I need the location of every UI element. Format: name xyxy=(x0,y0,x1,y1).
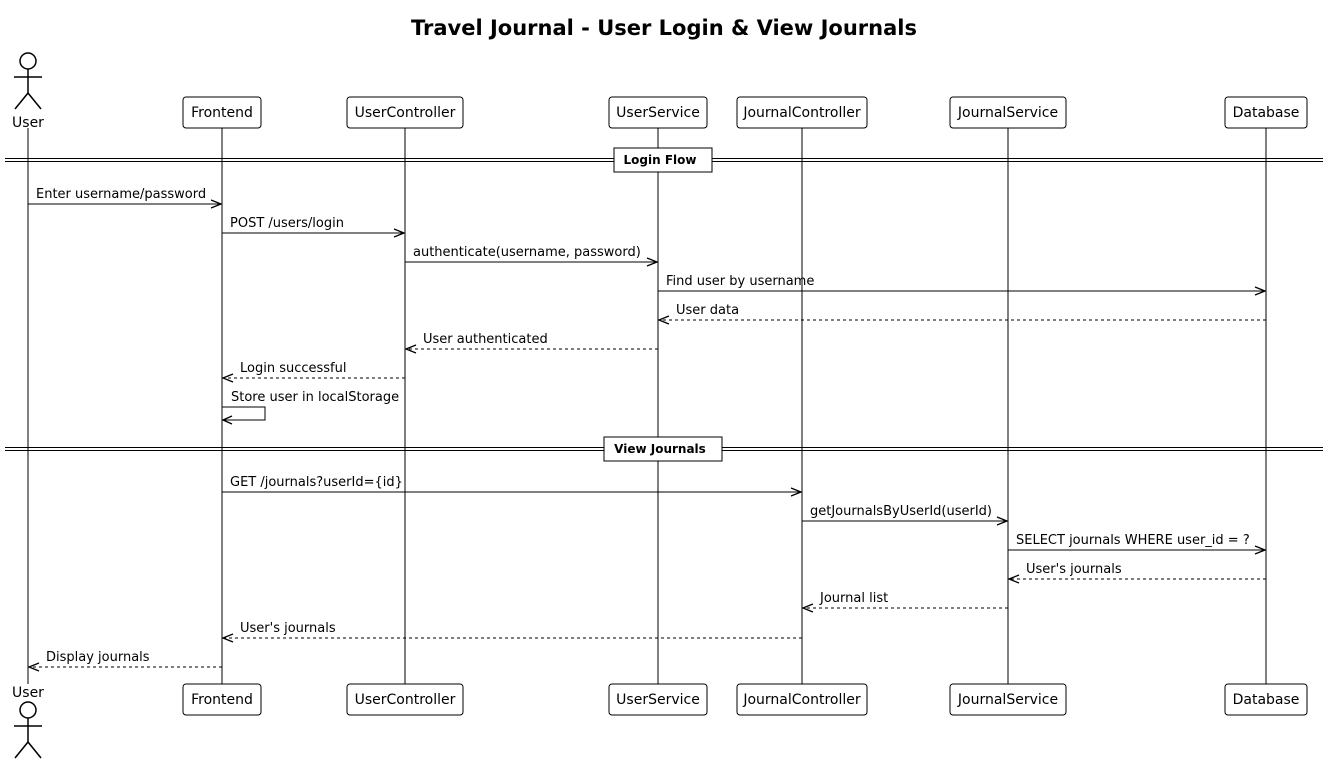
message-label: authenticate(username, password) xyxy=(413,245,641,260)
participant-label: Frontend xyxy=(191,105,253,121)
message-label: User authenticated xyxy=(423,332,548,347)
participant-label: JournalService xyxy=(957,692,1058,708)
arrowhead xyxy=(393,228,406,238)
message[interactable]: Display journals xyxy=(27,650,222,672)
message-label: Store user in localStorage xyxy=(231,390,399,405)
participant-label: Frontend xyxy=(191,692,253,708)
message[interactable]: User data xyxy=(657,303,1266,325)
participant-label: UserService xyxy=(616,692,700,708)
participant-box xyxy=(949,683,1067,716)
participant-label: UserService xyxy=(616,105,700,121)
message-label: Display journals xyxy=(46,650,150,665)
participant-usercontroller-bottom[interactable]: UserController xyxy=(346,683,464,716)
participant-box xyxy=(949,96,1067,129)
section-label: Login Flow xyxy=(624,153,697,167)
message-label: Find user by username xyxy=(666,274,814,289)
section-label: View Journals xyxy=(614,442,706,456)
arrowhead xyxy=(1254,286,1267,296)
participant-frontend-bottom[interactable]: Frontend xyxy=(182,683,262,716)
message[interactable]: User's journals xyxy=(1007,562,1266,584)
participant-frontend-top[interactable]: Frontend xyxy=(182,96,262,129)
arrowhead xyxy=(657,315,670,325)
participant-journalservice-bottom[interactable]: JournalService xyxy=(949,683,1067,716)
message-label: POST /users/login xyxy=(230,216,344,231)
arrowhead xyxy=(404,344,417,354)
participant-label: UserController xyxy=(355,105,456,121)
participant-database-bottom[interactable]: Database xyxy=(1224,683,1308,716)
message[interactable]: Find user by username xyxy=(658,274,1267,296)
message-label: Enter username/password xyxy=(36,187,206,202)
participant-box xyxy=(182,683,262,716)
actor-figure-icon xyxy=(14,52,42,110)
arrowhead xyxy=(221,633,234,643)
participant-label: JournalController xyxy=(742,105,861,121)
arrowhead xyxy=(1254,545,1267,555)
message[interactable]: Enter username/password xyxy=(28,187,223,209)
message[interactable]: Store user in localStorage xyxy=(221,390,399,425)
arrowhead xyxy=(221,415,233,425)
actor-user-top[interactable]: User xyxy=(12,52,44,131)
message[interactable]: GET /journals?userId={id} xyxy=(222,475,803,497)
participant-label: JournalService xyxy=(957,105,1058,121)
arrowhead xyxy=(646,257,659,267)
participant-box xyxy=(1224,683,1308,716)
participant-userservice-bottom[interactable]: UserService xyxy=(608,683,708,716)
message-label: Login successful xyxy=(240,361,346,376)
actor-user-bottom[interactable]: User xyxy=(12,685,44,759)
message-label: Journal list xyxy=(819,591,888,606)
message-label: GET /journals?userId={id} xyxy=(230,475,403,490)
message[interactable]: authenticate(username, password) xyxy=(405,245,659,267)
section-label-box xyxy=(603,436,723,462)
participant-box xyxy=(736,96,868,129)
participant-box xyxy=(608,96,708,129)
arrowhead xyxy=(27,662,40,672)
arrowhead xyxy=(1007,574,1020,584)
participant-box xyxy=(346,96,464,129)
participant-box xyxy=(608,683,708,716)
message[interactable]: getJournalsByUserId(userId) xyxy=(802,504,1009,526)
participant-userservice-top[interactable]: UserService xyxy=(608,96,708,129)
participant-database-top[interactable]: Database xyxy=(1224,96,1308,129)
participant-journalservice-top[interactable]: JournalService xyxy=(949,96,1067,129)
participant-label: User xyxy=(12,115,44,131)
message-line xyxy=(222,406,266,421)
arrowhead xyxy=(221,373,234,383)
participant-box xyxy=(1224,96,1308,129)
participant-label: User xyxy=(12,685,44,701)
diagram-title: Travel Journal - User Login & View Journ… xyxy=(411,16,917,40)
participant-box xyxy=(182,96,262,129)
participant-label: Database xyxy=(1233,105,1300,121)
arrowhead xyxy=(210,199,223,209)
arrowhead xyxy=(996,516,1009,526)
section-view: View Journals xyxy=(5,436,1323,462)
message[interactable]: User's journals xyxy=(221,621,802,643)
participant-journalcontroller-top[interactable]: JournalController xyxy=(736,96,868,129)
arrowhead xyxy=(790,487,803,497)
section-login: Login Flow xyxy=(5,147,1323,173)
participant-box xyxy=(736,683,868,716)
arrowhead xyxy=(801,603,814,613)
message-label: getJournalsByUserId(userId) xyxy=(810,504,992,519)
message[interactable]: POST /users/login xyxy=(222,216,406,238)
message-label: SELECT journals WHERE user_id = ? xyxy=(1016,533,1250,548)
message[interactable]: User authenticated xyxy=(404,332,658,354)
participant-usercontroller-top[interactable]: UserController xyxy=(346,96,464,129)
message-label: User's journals xyxy=(240,621,336,636)
participant-journalcontroller-bottom[interactable]: JournalController xyxy=(736,683,868,716)
message-label: User data xyxy=(676,303,739,318)
actor-figure-icon xyxy=(14,701,42,759)
participant-label: JournalController xyxy=(742,692,861,708)
message[interactable]: SELECT journals WHERE user_id = ? xyxy=(1008,533,1267,555)
message-label: User's journals xyxy=(1026,562,1122,577)
participant-box xyxy=(346,683,464,716)
message[interactable]: Journal list xyxy=(801,591,1008,613)
participant-label: Database xyxy=(1233,692,1300,708)
section-label-box xyxy=(613,147,713,173)
message[interactable]: Login successful xyxy=(221,361,405,383)
participant-label: UserController xyxy=(355,692,456,708)
